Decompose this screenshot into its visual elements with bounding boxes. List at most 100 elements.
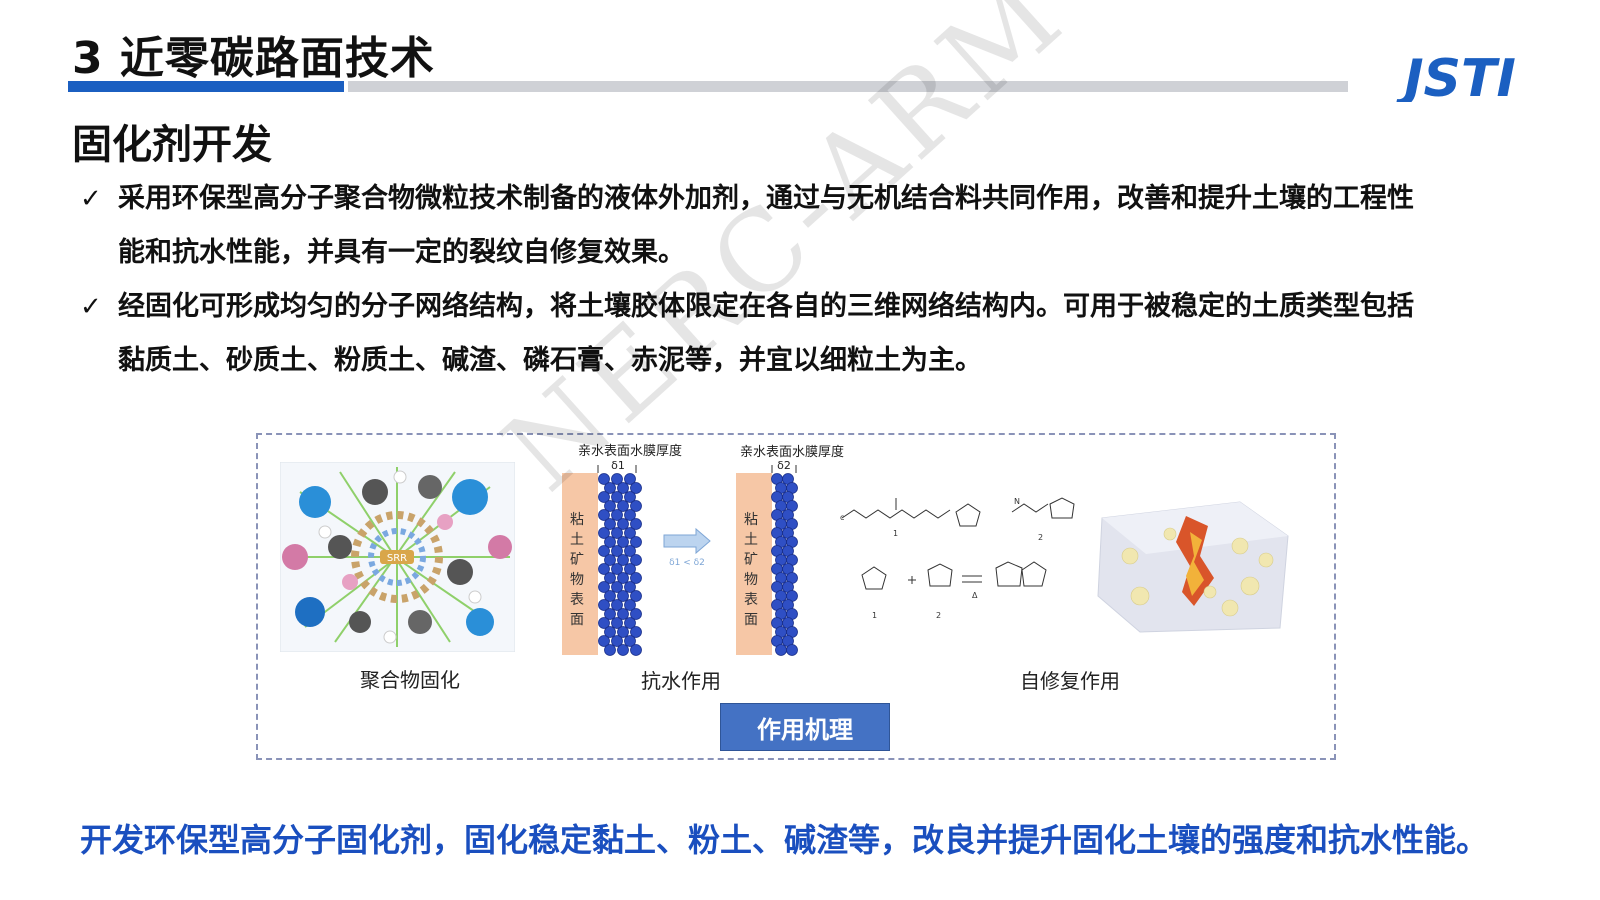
water-molecule [617, 626, 629, 638]
water-molecule [624, 563, 636, 575]
water-film-diagram: δ1 δ2 δ1 < δ2 [562, 459, 798, 656]
polymer-network-image: SRR [280, 462, 515, 652]
water-molecule [624, 491, 636, 503]
water-molecule [624, 617, 636, 629]
water-molecule [598, 563, 610, 575]
water-molecule [624, 581, 636, 593]
water-molecule [630, 608, 642, 620]
water-molecule [611, 509, 623, 521]
delta2-label: δ2 [777, 459, 791, 472]
bullet-item: ✓ 经固化可形成均匀的分子网络结构，将土壤胶体限定在各自的三维网络结构内。可用于… [80, 280, 1440, 388]
water-molecule [611, 473, 623, 485]
water-molecule [604, 518, 616, 530]
title-underline-grey [348, 81, 1348, 92]
water-molecule [617, 572, 629, 584]
water-molecule [617, 500, 629, 512]
title-underline-accent [68, 81, 344, 92]
check-icon: ✓ [80, 292, 102, 322]
check-icon: ✓ [80, 184, 102, 214]
delta-compare-label: δ1 < δ2 [669, 558, 705, 568]
water-molecule [630, 590, 642, 602]
water-molecule [617, 536, 629, 548]
water-molecule [630, 482, 642, 494]
logo-text: JSTI [1395, 50, 1516, 102]
delta1-label: δ1 [611, 459, 625, 472]
water-molecule [630, 554, 642, 566]
water-molecule [624, 599, 636, 611]
water-molecule [630, 500, 642, 512]
bullet-list: ✓ 采用环保型高分子聚合物微粒技术制备的液体外加剂，通过与无机结合料共同作用，改… [80, 172, 1440, 388]
mechanism-button[interactable]: 作用机理 [720, 703, 890, 751]
water-molecule [611, 635, 623, 647]
water-molecule [598, 581, 610, 593]
polymer-label: 聚合物固化 [360, 668, 460, 692]
water-molecule [598, 509, 610, 521]
water-molecule [604, 572, 616, 584]
water-molecule [598, 527, 610, 539]
water-molecule [598, 473, 610, 485]
svg-text:Δ: Δ [972, 591, 978, 600]
water-molecule [611, 563, 623, 575]
clay-text-right: 粘土矿物表面 [744, 512, 758, 628]
water-molecule [617, 518, 629, 530]
svg-text:2: 2 [1038, 533, 1043, 542]
bullet-item: ✓ 采用环保型高分子聚合物微粒技术制备的液体外加剂，通过与无机结合料共同作用，改… [80, 172, 1440, 280]
svg-text:1: 1 [872, 611, 877, 620]
slide-title: 3 近零碳路面技术 [72, 33, 435, 84]
water-molecule [617, 554, 629, 566]
self-repair-chemistry: c N 1 2 1 2 Δ [840, 497, 1075, 620]
water-molecule [611, 491, 623, 503]
water-molecule [775, 644, 787, 656]
water-molecule [598, 617, 610, 629]
mechanism-figure [256, 433, 1336, 760]
clay-text-left: 粘土矿物表面 [570, 512, 584, 628]
water-molecule [630, 644, 642, 656]
water-molecule [611, 599, 623, 611]
polymer-center-label: SRR [387, 553, 407, 564]
water-molecule [630, 572, 642, 584]
water-resistance-label: 抗水作用 [641, 669, 721, 693]
water-molecule [598, 545, 610, 557]
water-molecule [604, 626, 616, 638]
water-molecule [611, 527, 623, 539]
water-molecule [598, 491, 610, 503]
water-molecule [617, 590, 629, 602]
bullet-text: 采用环保型高分子聚合物微粒技术制备的液体外加剂，通过与无机结合料共同作用，改善和… [118, 183, 1414, 268]
water-molecule [630, 626, 642, 638]
water-molecule [617, 644, 629, 656]
svg-text:1: 1 [893, 529, 898, 538]
water-molecule [611, 545, 623, 557]
water-molecule [604, 608, 616, 620]
svg-text:c: c [840, 513, 844, 522]
self-repair-image [1097, 501, 1289, 633]
water-molecule [598, 599, 610, 611]
water-molecule [604, 536, 616, 548]
bullet-text: 经固化可形成均匀的分子网络结构，将土壤胶体限定在各自的三维网络结构内。可用于被稳… [118, 291, 1414, 376]
water-molecule [624, 527, 636, 539]
svg-text:2: 2 [936, 611, 941, 620]
water-molecule [617, 608, 629, 620]
water-molecule [604, 644, 616, 656]
jsti-logo: JSTI [1395, 50, 1516, 102]
water-molecule [786, 644, 798, 656]
water-film-label-1: 亲水表面水膜厚度 [578, 444, 683, 459]
self-repair-label: 自修复作用 [1020, 669, 1120, 693]
water-molecule [604, 554, 616, 566]
water-molecule [604, 482, 616, 494]
water-molecule [604, 590, 616, 602]
water-molecule [624, 509, 636, 521]
svg-text:N: N [1014, 497, 1020, 506]
water-film-label-2: 亲水表面水膜厚度 [740, 445, 845, 460]
water-molecule [598, 635, 610, 647]
section-heading: 固化剂开发 [72, 122, 272, 168]
summary-text: 开发环保型高分子固化剂，固化稳定黏土、粉土、碱渣等，改良并提升固化土壤的强度和抗… [80, 821, 1489, 859]
water-molecule [624, 473, 636, 485]
water-molecule [611, 617, 623, 629]
water-molecule [624, 635, 636, 647]
water-molecule [604, 500, 616, 512]
water-molecule [624, 545, 636, 557]
water-molecule [630, 536, 642, 548]
water-molecule [611, 581, 623, 593]
water-molecule [617, 482, 629, 494]
water-molecule [630, 518, 642, 530]
